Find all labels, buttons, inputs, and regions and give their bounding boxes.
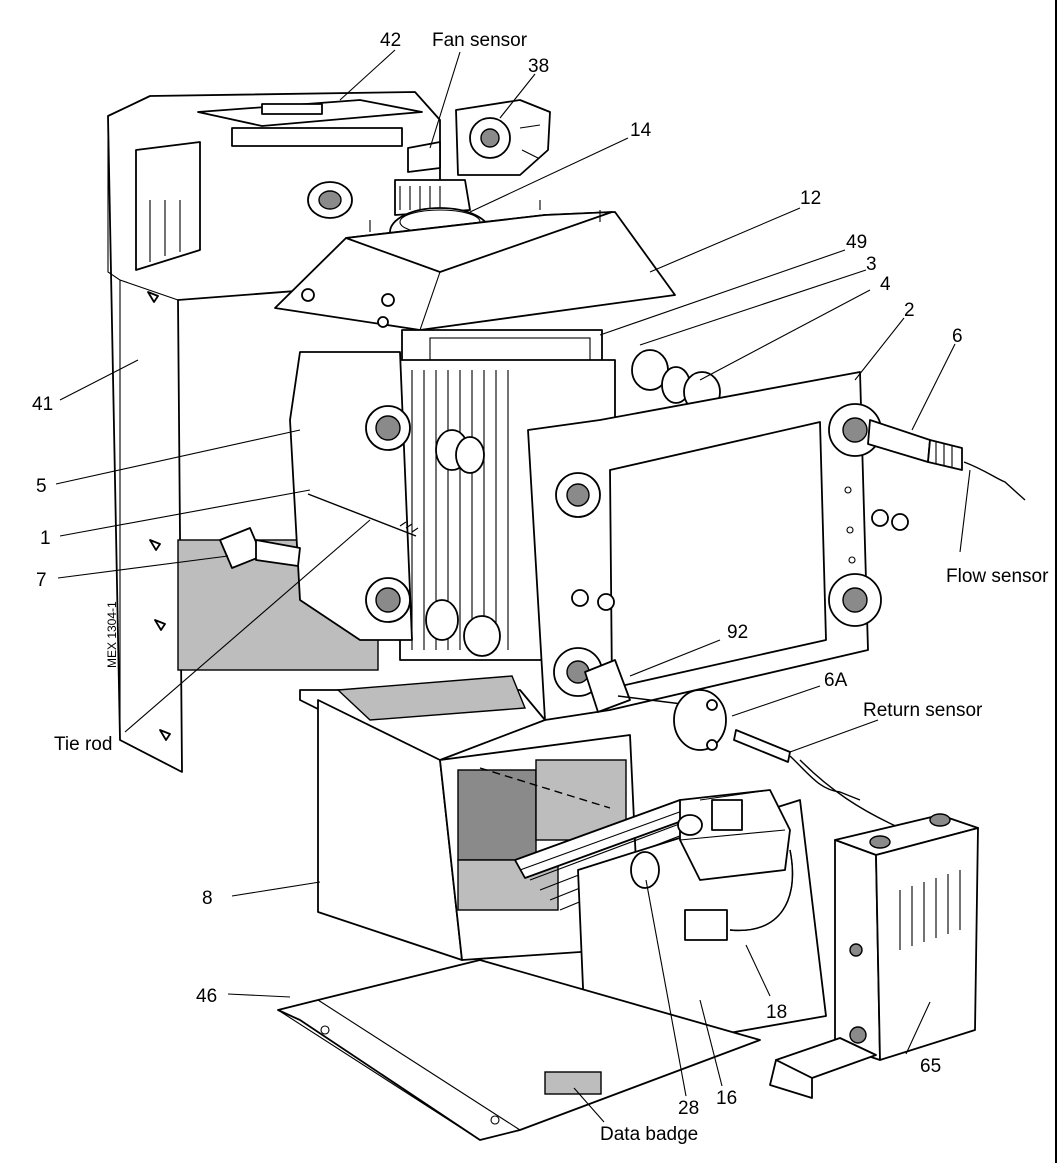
label-16: 16 xyxy=(716,1088,737,1109)
label-tie-rod: Tie rod xyxy=(54,734,112,755)
label-6: 6 xyxy=(952,326,963,347)
label-14: 14 xyxy=(630,120,652,141)
gas-valve xyxy=(630,789,791,889)
side-cover-5 xyxy=(289,351,413,641)
label-41: 41 xyxy=(32,394,53,415)
label-8: 8 xyxy=(202,888,213,909)
label-7: 7 xyxy=(36,570,47,591)
label-42: 42 xyxy=(380,30,401,51)
fan-sensor-38 xyxy=(407,99,551,176)
pipe-18 xyxy=(729,849,794,932)
reference-code: MEX 1304-1 xyxy=(105,601,119,668)
base-tray-46 xyxy=(277,959,761,1141)
label-6a: 6A xyxy=(824,670,848,691)
flow-sensor-6 xyxy=(867,419,1026,531)
control-box-65 xyxy=(769,813,979,1099)
label-4: 4 xyxy=(880,274,891,295)
hood-12 xyxy=(274,200,676,331)
tie-rod-1 xyxy=(307,493,419,537)
label-28: 28 xyxy=(678,1098,699,1119)
label-46: 46 xyxy=(196,986,217,1007)
leader-lines xyxy=(55,49,971,1123)
label-38: 38 xyxy=(528,56,549,77)
flue-plate-42 xyxy=(197,99,423,127)
label-12: 12 xyxy=(800,188,821,209)
label-2: 2 xyxy=(904,300,915,321)
label-92: 92 xyxy=(727,622,748,643)
label-18: 18 xyxy=(766,1002,787,1023)
label-49: 49 xyxy=(846,232,867,253)
label-return-sensor: Return sensor xyxy=(863,700,983,721)
label-data-badge: Data badge xyxy=(600,1124,698,1145)
label-3: 3 xyxy=(866,254,877,275)
return-bracket-92 xyxy=(584,659,901,829)
label-fan-sensor: Fan sensor xyxy=(432,30,528,51)
connector-7 xyxy=(219,527,301,569)
burner-bars xyxy=(479,767,706,911)
label-5: 5 xyxy=(36,476,47,497)
front-frame-2 xyxy=(527,371,882,721)
label-65: 65 xyxy=(920,1056,941,1077)
label-flow-sensor: Flow sensor xyxy=(946,566,1049,587)
label-1: 1 xyxy=(40,528,51,549)
